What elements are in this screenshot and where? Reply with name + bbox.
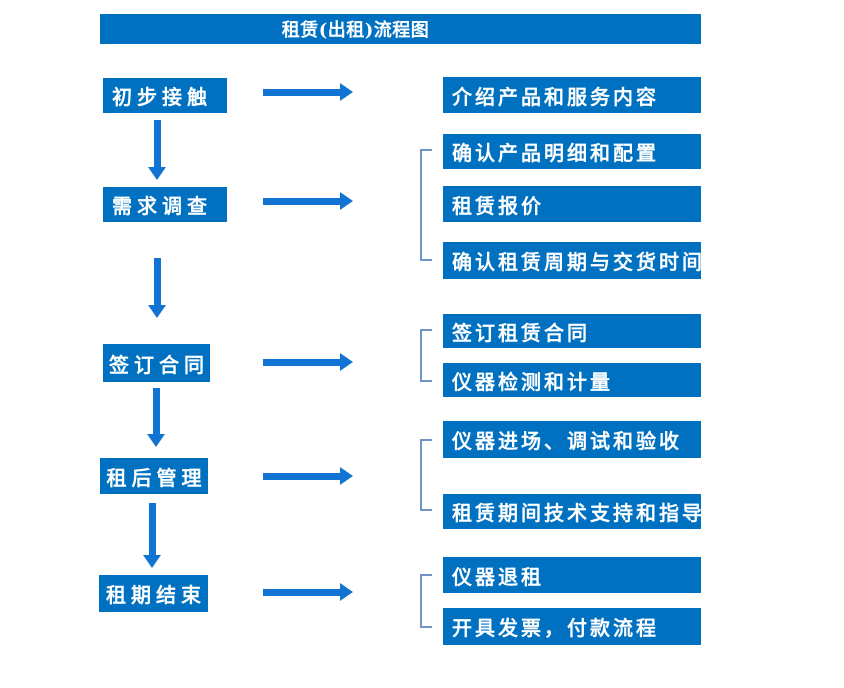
step-box-rental-end: 租期结束 <box>99 575 208 612</box>
page-title: 租赁(出租)流程图 <box>281 20 430 41</box>
group-bracket <box>420 574 432 628</box>
detail-box-instrument-return: 仪器退租 <box>443 557 701 593</box>
arrow-stem <box>154 258 161 306</box>
group-bracket <box>420 439 432 511</box>
detail-box-rental-quotation: 租赁报价 <box>443 186 701 222</box>
arrow-head <box>340 83 353 101</box>
arrow-stem <box>263 198 341 205</box>
detail-box-sign-rental-contract: 签订租赁合同 <box>443 314 701 348</box>
arrow-head <box>147 434 165 447</box>
arrow-stem <box>149 503 156 556</box>
arrow-head <box>148 305 166 318</box>
detail-box-introduce-products: 介绍产品和服务内容 <box>443 77 701 113</box>
arrow-head <box>340 353 353 371</box>
detail-box-instrument-calibration: 仪器检测和计量 <box>443 363 701 397</box>
arrow-head <box>340 192 353 210</box>
arrow-stem <box>263 89 341 96</box>
title-bar: 租赁(出租)流程图 <box>100 14 701 44</box>
arrow-stem <box>154 120 161 168</box>
detail-box-invoice-payment: 开具发票，付款流程 <box>443 608 701 645</box>
detail-box-install-debug-accept: 仪器进场、调试和验收 <box>443 421 701 458</box>
arrow-stem <box>263 359 341 366</box>
arrow-stem <box>153 388 160 435</box>
detail-box-confirm-product-config: 确认产品明细和配置 <box>443 134 701 169</box>
arrow-head <box>340 583 353 601</box>
step-box-initial-contact: 初步接触 <box>103 78 227 113</box>
arrow-down-icon <box>147 388 166 447</box>
arrow-down-icon <box>143 503 162 568</box>
arrow-head <box>340 467 353 485</box>
group-bracket <box>420 149 432 261</box>
arrow-right-icon <box>263 353 353 372</box>
arrow-stem <box>263 589 341 596</box>
detail-box-confirm-period-delivery: 确认租赁周期与交货时间 <box>443 242 702 279</box>
step-box-sign-contract: 签订合同 <box>103 344 210 382</box>
arrow-right-icon <box>263 83 353 102</box>
arrow-head <box>148 167 166 180</box>
arrow-down-icon <box>148 258 167 318</box>
detail-box-tech-support: 租赁期间技术支持和指导 <box>443 494 702 529</box>
step-box-post-rental-management: 租后管理 <box>100 458 208 494</box>
arrow-right-icon <box>263 467 353 486</box>
arrow-down-icon <box>148 120 167 180</box>
arrow-head <box>143 555 161 568</box>
arrow-right-icon <box>263 192 353 211</box>
group-bracket <box>420 329 432 382</box>
arrow-stem <box>263 473 341 480</box>
step-box-demand-survey: 需求调查 <box>103 187 227 222</box>
arrow-right-icon <box>263 583 353 602</box>
